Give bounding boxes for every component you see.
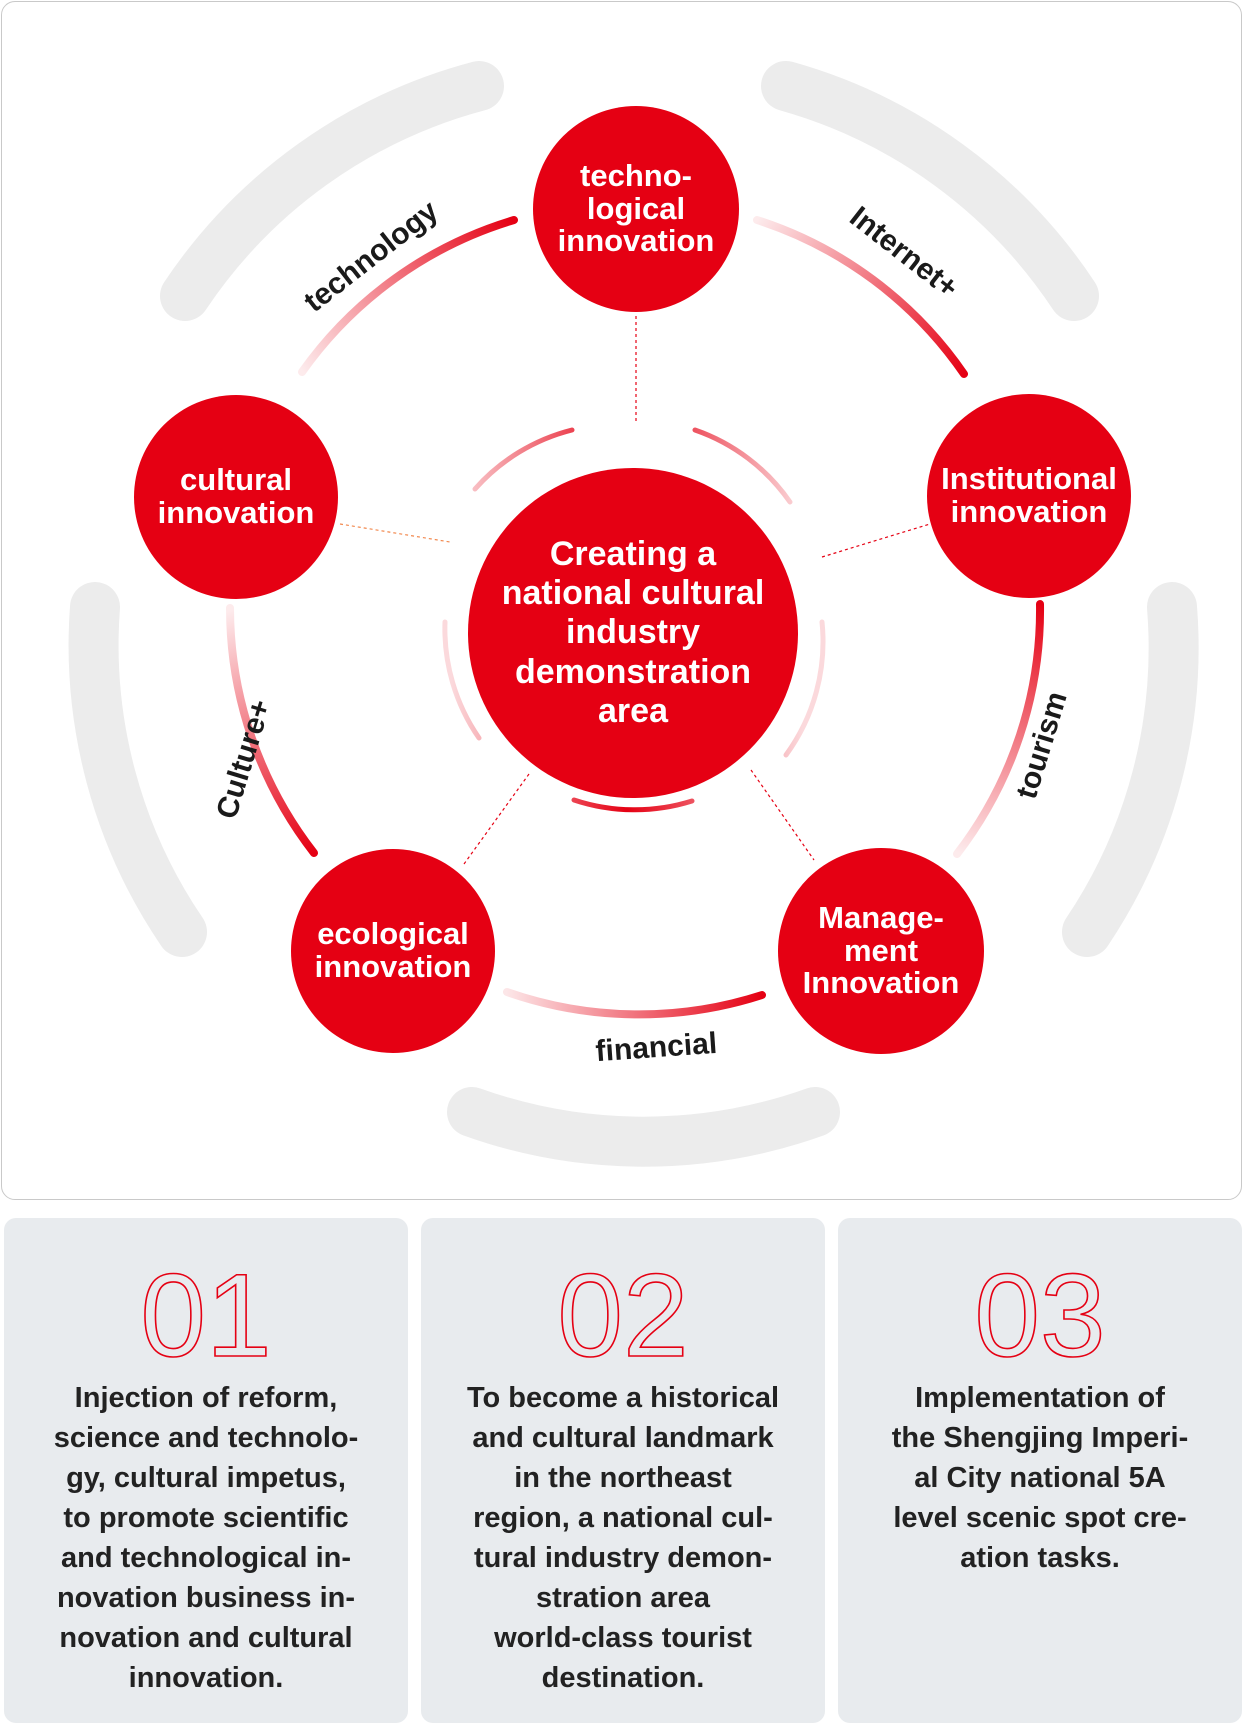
card-number-text: 01 bbox=[140, 1258, 271, 1368]
outer-ring-arc-left bbox=[68, 582, 207, 957]
inner-ring-arc-top-right bbox=[692, 427, 793, 505]
diagram-panel: technology Internet+ tourism financial C… bbox=[1, 1, 1242, 1200]
outer-ring-arc-bottom bbox=[447, 1087, 840, 1167]
spoke-bottom-left bbox=[463, 773, 530, 865]
card-03: 03 Implementation of the Shengjing Imper… bbox=[838, 1218, 1242, 1723]
link-arc-culture bbox=[226, 604, 318, 857]
card-number-text: 02 bbox=[557, 1258, 688, 1368]
node-cultural-innovation: cultural innovation bbox=[134, 395, 338, 599]
card-text: To become a historical and cultural land… bbox=[466, 1382, 780, 1694]
center-label: Creating a national cultural industry de… bbox=[501, 535, 765, 730]
inner-ring-arc-left bbox=[442, 619, 482, 741]
link-label-financial: financial bbox=[594, 1027, 718, 1068]
inner-ring-arc-top-left bbox=[472, 427, 575, 492]
diagram-graphics: technology Internet+ tourism financial C… bbox=[68, 61, 1199, 1167]
link-label-culture: Culture+ bbox=[210, 696, 277, 823]
card-number-text: 03 bbox=[974, 1258, 1105, 1368]
link-arc-internet bbox=[753, 216, 968, 378]
outer-ring-arc-top-left bbox=[160, 61, 504, 321]
card-text: Implementation of the Shengjing Imperi- … bbox=[891, 1382, 1189, 1574]
node-technological-innovation: techno- logical innovation bbox=[533, 106, 739, 312]
card-number: 01 bbox=[4, 1258, 408, 1368]
card-01: 01 Injection of reform, science and tech… bbox=[4, 1218, 408, 1723]
link-arc-tourism bbox=[953, 600, 1045, 858]
node-label: techno- logical innovation bbox=[557, 158, 715, 259]
card-02: 02 To become a historical and cultural l… bbox=[421, 1218, 825, 1723]
inner-ring-arc-right bbox=[783, 619, 826, 758]
node-center-goal: Creating a national cultural industry de… bbox=[468, 468, 798, 798]
card-text: Injection of reform, science and technol… bbox=[53, 1382, 359, 1694]
link-label-internet: Internet+ bbox=[843, 200, 964, 305]
outer-ring-arc-right bbox=[1062, 582, 1199, 957]
outer-ring-arc-top-right bbox=[761, 61, 1099, 321]
spoke-left bbox=[339, 523, 451, 543]
card-number: 03 bbox=[838, 1258, 1242, 1368]
link-arc-financial bbox=[503, 988, 766, 1019]
node-label: ecological innovation bbox=[314, 916, 472, 984]
node-institutional-innovation: Institutional innovation bbox=[927, 394, 1131, 598]
node-ecological-innovation: ecological innovation bbox=[291, 849, 495, 1053]
node-label: Manage- ment Innovation bbox=[802, 900, 960, 1001]
node-label: cultural innovation bbox=[157, 462, 315, 530]
link-arc-technology bbox=[298, 216, 518, 376]
node-management-innovation: Manage- ment Innovation bbox=[778, 848, 984, 1054]
spoke-right bbox=[821, 523, 931, 558]
inner-ring-arc-bottom bbox=[571, 797, 695, 813]
card-number: 02 bbox=[421, 1258, 825, 1368]
cards-row: 01 Injection of reform, science and tech… bbox=[4, 1218, 1242, 1727]
node-label: Institutional innovation bbox=[941, 461, 1117, 529]
spoke-bottom-right bbox=[750, 769, 815, 861]
